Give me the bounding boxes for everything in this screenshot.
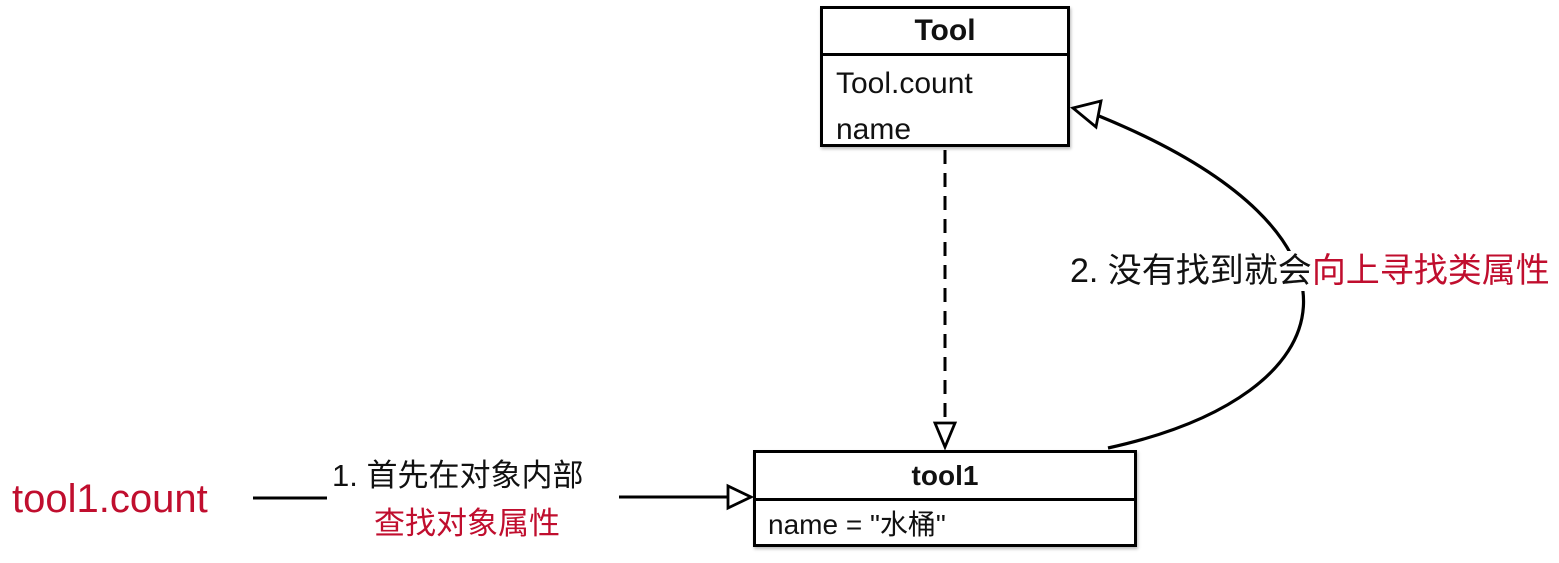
class-lookup-curve — [1098, 114, 1306, 450]
instance-box-title: tool1 — [756, 453, 1134, 501]
instance-box: tool1 name = "水桶" — [753, 450, 1137, 547]
step1-red-text: 查找对象属性 — [374, 506, 560, 541]
instance-box-body: name = "水桶" — [756, 501, 1134, 544]
instance-box-member-name: name = "水桶" — [768, 509, 946, 540]
step1-line1: 1. 首先在对象内部 — [332, 452, 583, 500]
open-arrowhead-down-icon — [932, 421, 958, 451]
step1-black-text: 1. 首先在对象内部 — [332, 458, 584, 493]
open-arrowhead-right-icon — [726, 483, 755, 511]
class-box-body: Tool.count name — [823, 56, 1067, 153]
class-box: Tool Tool.count name — [820, 6, 1070, 147]
class-box-member-name: name — [836, 113, 912, 146]
step2-red-text: 向上寻找类属性 — [1311, 252, 1550, 290]
class-box-title: Tool — [823, 9, 1067, 56]
expression-label: tool1.count — [12, 477, 208, 521]
class-box-member-count: Tool.count — [836, 67, 973, 100]
step1-annotation: 1. 首先在对象内部 查找对象属性 — [332, 452, 583, 548]
step2-annotation: 2. 没有找到就会向上寻找类属性 — [1068, 251, 1552, 291]
step2-black-text: 2. 没有找到就会 — [1070, 252, 1312, 290]
open-arrowhead-upleft-icon — [1069, 99, 1103, 130]
step1-line2: 查找对象属性 — [374, 500, 583, 548]
